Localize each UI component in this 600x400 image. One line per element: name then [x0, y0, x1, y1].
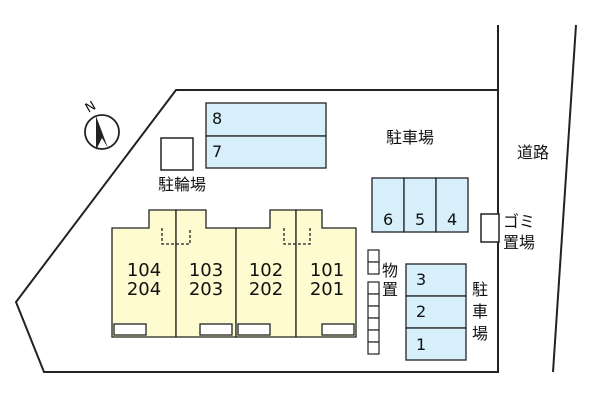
road-label: 道路: [517, 143, 550, 162]
parking-number-1: 1: [416, 335, 427, 354]
storage-label-2: 置: [382, 280, 399, 299]
parking-number-4: 4: [447, 210, 458, 229]
parking-number-7: 7: [212, 142, 223, 161]
unit-lower-number: 202: [248, 278, 284, 300]
unit-upper-number: 102: [248, 260, 284, 281]
unit-upper-number: 103: [188, 260, 224, 281]
bicycle-parking-box: [160, 137, 194, 171]
bicycle-parking-label: 駐輪場: [158, 175, 207, 194]
parking-space-6: [371, 177, 405, 233]
unit-upper-number: 104: [126, 260, 162, 281]
garbage-label-1: ゴミ: [503, 212, 536, 231]
storage-boxes: [367, 249, 380, 355]
parking-number-3: 3: [416, 270, 427, 289]
parking-top-label: 駐車場: [386, 128, 435, 147]
unit-102-202: 102 202: [236, 260, 296, 300]
parking-space-1: [405, 327, 467, 361]
parking-number-6: 6: [383, 210, 394, 229]
parking-right-label-1: 駐: [472, 280, 489, 299]
parking-number-8: 8: [212, 109, 223, 128]
unit-103-203: 103 203: [176, 260, 236, 300]
parking-space-5: [403, 177, 437, 233]
parking-space-2: [405, 295, 467, 329]
parking-space-8: [205, 102, 327, 137]
unit-101-201: 101 201: [297, 260, 357, 300]
parking-right-label-3: 場: [472, 324, 489, 343]
parking-number-2: 2: [416, 302, 427, 321]
unit-lower-number: 201: [309, 278, 345, 300]
road-edge-right: [552, 24, 577, 373]
parking-space-3: [405, 263, 467, 297]
unit-104-204: 104 204: [114, 260, 174, 300]
garbage-label-2: 置場: [503, 233, 536, 252]
parking-space-4: [435, 177, 469, 233]
north-arrow-icon: [84, 114, 120, 150]
unit-upper-number: 101: [309, 260, 345, 281]
unit-lower-number: 203: [188, 278, 224, 300]
apartment-building: [111, 209, 357, 338]
parking-number-5: 5: [415, 210, 426, 229]
garbage-area-box: [480, 213, 500, 243]
storage-label-1: 物: [382, 261, 399, 280]
parking-right-label-2: 車: [472, 302, 489, 321]
parking-space-7: [205, 135, 327, 169]
unit-lower-number: 204: [126, 278, 162, 300]
